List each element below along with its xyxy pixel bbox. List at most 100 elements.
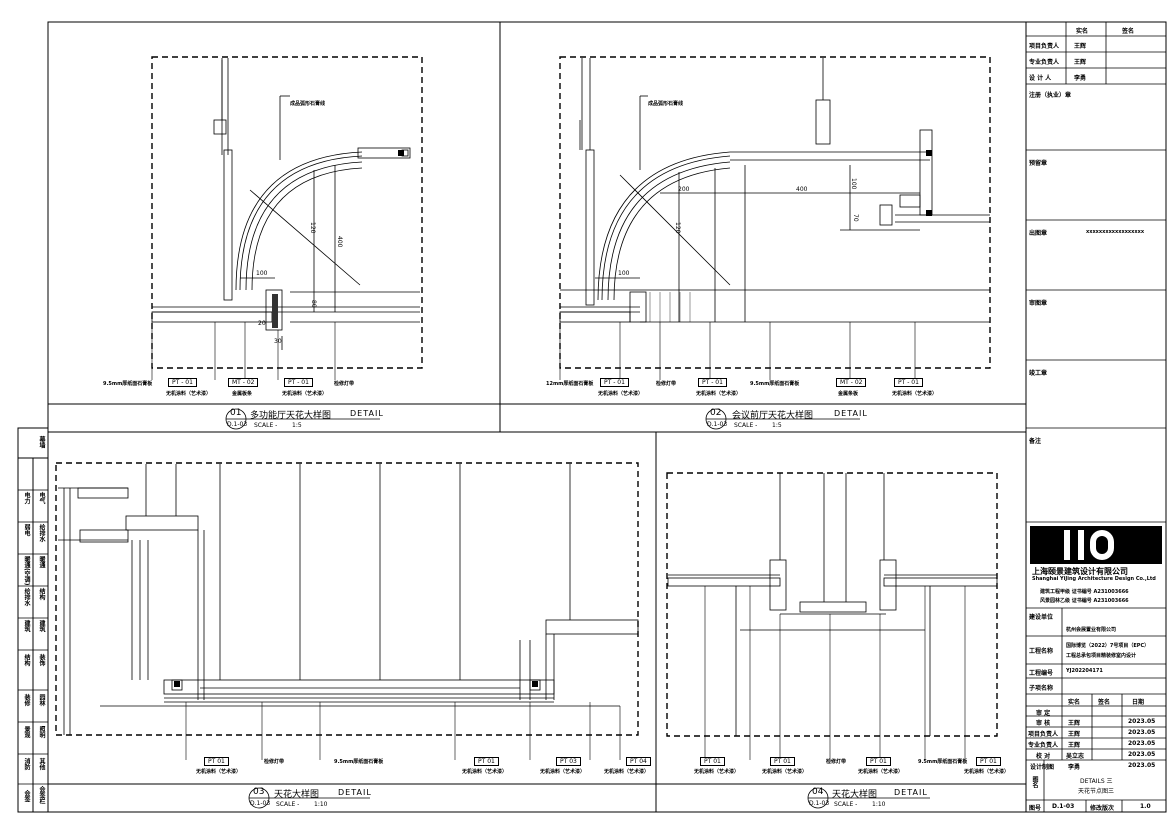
- caption-detail: DETAIL: [350, 409, 384, 418]
- d1-dim: 20: [258, 320, 266, 327]
- sign-role: 项目负责人: [1028, 731, 1059, 738]
- tb-stamp: 预留章: [1029, 160, 1048, 167]
- d1-bottom-label: 无机涂料（艺术漆）: [166, 391, 212, 397]
- project-name: 国际博览（2022）7号项目（EPC）: [1066, 643, 1150, 649]
- company-name-en: Shanghai YiJing Architecture Design Co.,…: [1032, 576, 1156, 582]
- sign-name: 王辉: [1068, 731, 1081, 738]
- caption-scale-label: SCALE -: [254, 422, 278, 429]
- sign-name: 吴立志: [1066, 753, 1085, 760]
- sign-header: 签名: [1098, 699, 1111, 706]
- caption-title: 多功能厅天花大样图: [250, 411, 332, 421]
- d2-dim: 400: [796, 186, 808, 193]
- rev-no: 1.0: [1140, 803, 1151, 810]
- d2-dim: 70: [852, 214, 859, 222]
- d1-dim: 80: [310, 300, 317, 308]
- d3-tag: PT 01: [204, 757, 229, 766]
- sign-date: 2023.05: [1128, 762, 1156, 769]
- project-name-2: 工程总承包项目精装修室内设计: [1066, 653, 1137, 659]
- caption-scale: 1:10: [872, 801, 886, 808]
- d3-bottom-label: 无机涂料（艺术漆）: [462, 769, 508, 775]
- d1-tag: MT - 02: [228, 378, 259, 387]
- strip-cell: 装修: [23, 694, 30, 706]
- caption-scale: 1:5: [772, 422, 782, 429]
- sign-role: 专业负责人: [1028, 742, 1059, 749]
- d4-tag: PT 01: [700, 757, 725, 766]
- tb-name: 李勇: [1074, 75, 1087, 82]
- project-no-label: 工程编号: [1029, 670, 1054, 677]
- strip-sub: 结构: [38, 588, 45, 600]
- d3-tag: PT 03: [556, 757, 581, 766]
- tb-header: 签名: [1122, 28, 1135, 35]
- drawing-label: 图名: [1031, 776, 1038, 788]
- d2-bottom-label: 无机涂料（艺术漆）: [892, 391, 938, 397]
- tb-out-stamp-text: xxxxxxxxxxxxxxxxxx: [1086, 229, 1145, 235]
- caption-number: 01: [230, 408, 242, 418]
- caption-title: 会议前厅天花大样图: [732, 411, 814, 421]
- rev-label: 修改版次: [1090, 805, 1115, 812]
- d1-bottom-label: 无机涂料（艺术漆）: [282, 391, 328, 397]
- caption-number: 04: [812, 787, 824, 797]
- sign-role: 设计制图: [1030, 764, 1055, 771]
- d1-tag: PT - 01: [284, 378, 313, 387]
- d1-dim: 120: [309, 222, 316, 234]
- tb-header: 实名: [1076, 28, 1089, 35]
- strip-sub: 给排水: [38, 524, 45, 542]
- sheet-label: 图号: [1029, 805, 1042, 812]
- sign-role: 审 核: [1036, 720, 1051, 727]
- d4-bottom-label: 无机涂料（艺术漆）: [762, 769, 808, 775]
- tb-stamp: 备注: [1029, 438, 1042, 445]
- tb-name: 王辉: [1074, 59, 1087, 66]
- d2-dim: 100: [850, 178, 857, 190]
- d3-bottom-label: 无机涂料（艺术漆）: [196, 769, 242, 775]
- d4-bottom-label: 9.5mm厚纸面石膏板: [918, 759, 968, 765]
- d2-dim: 200: [678, 186, 690, 193]
- strip-cell: 建筑: [23, 620, 30, 632]
- caption-title: 天花大样图: [832, 790, 878, 800]
- d2-bottom-label: 9.5mm厚纸面石膏板: [750, 381, 800, 387]
- strip-sub: 暖通: [38, 556, 45, 568]
- sign-date: 2023.05: [1128, 718, 1156, 725]
- d1-bottom-label: 检修灯带: [334, 381, 355, 387]
- sign-role: 校 对: [1036, 753, 1051, 760]
- sign-date: 2023.05: [1128, 751, 1156, 758]
- d2-tag: PT - 01: [600, 378, 629, 387]
- d1-top-label: 成品弧形石膏线: [290, 101, 326, 107]
- d1-dim: 30: [274, 338, 282, 345]
- caption-scale-label: SCALE -: [276, 801, 300, 808]
- d3-tag: PT 01: [474, 757, 499, 766]
- d2-bottom-label: 无机涂料（艺术漆）: [598, 391, 644, 397]
- strip-sub: 电气: [38, 492, 45, 504]
- d1-dim: 400: [336, 236, 343, 248]
- caption-sheet: D.1-03: [809, 800, 830, 807]
- caption-scale-label: SCALE -: [734, 422, 758, 429]
- caption-sheet: D.1-03: [250, 800, 271, 807]
- d2-tag: PT - 01: [698, 378, 727, 387]
- sign-name: 王辉: [1068, 742, 1081, 749]
- d2-tag: MT - 02: [836, 378, 867, 387]
- tb-stamp: 注册（执业）章: [1029, 92, 1072, 99]
- strip-sub: 会签栏: [38, 786, 45, 804]
- strip-extra: 幕墙: [38, 436, 45, 448]
- tb-name: 王辉: [1074, 43, 1087, 50]
- caption-detail: DETAIL: [894, 788, 928, 797]
- d1-dim: 100: [256, 270, 268, 277]
- sign-date: 2023.05: [1128, 729, 1156, 736]
- caption-title: 天花大样图: [274, 790, 320, 800]
- sign-name: 李勇: [1068, 764, 1081, 771]
- tb-stamp: 竣工章: [1029, 370, 1048, 377]
- strip-cell: 弱电: [23, 524, 30, 536]
- tb-role: 专业负责人: [1029, 59, 1060, 66]
- sign-name: 王辉: [1068, 720, 1081, 727]
- sign-header: 实名: [1068, 699, 1081, 706]
- caption-number: 02: [710, 408, 722, 418]
- d2-bottom-label: 无机涂料（艺术漆）: [696, 391, 742, 397]
- d2-top-label: 成品弧形石膏线: [648, 101, 684, 107]
- d4-tag: PT 01: [866, 757, 891, 766]
- strip-sub: 装饰: [38, 654, 45, 666]
- strip-sub: 建筑: [38, 620, 45, 632]
- caption-detail: DETAIL: [338, 788, 372, 797]
- d3-bottom-label: 无机涂料（艺术漆）: [604, 769, 650, 775]
- caption-number: 03: [253, 787, 265, 797]
- strip-cell: 会签: [23, 790, 30, 802]
